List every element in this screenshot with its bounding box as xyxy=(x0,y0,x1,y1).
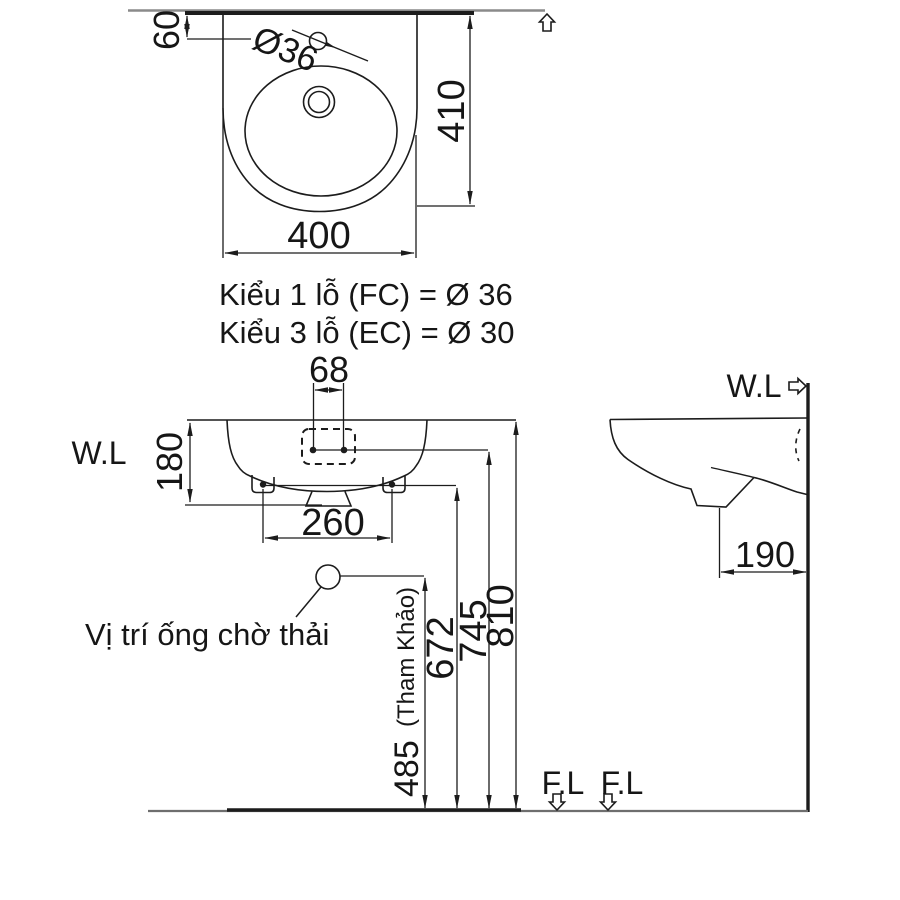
floor-level-label-1: F.L xyxy=(542,765,585,801)
hole-type-3-note: Kiểu 3 lỗ (EC) = Ø 30 xyxy=(219,315,515,350)
dim-745-label: 745 xyxy=(453,599,495,662)
dim-68-label: 68 xyxy=(309,349,349,390)
dim-190-label: 190 xyxy=(735,534,795,575)
front-view-labels: 68 W.L 180 260 xyxy=(71,349,364,544)
dim-260-label: 260 xyxy=(301,502,364,544)
trap-cover xyxy=(304,491,353,507)
hole-type-1-note: Kiểu 1 lỗ (FC) = Ø 36 xyxy=(219,277,513,312)
overflow-dashed-mark xyxy=(794,428,801,462)
faucet-leader-arrow-icon xyxy=(324,41,336,48)
sink-outline-top xyxy=(222,14,418,213)
floor-level-label-2: F.L xyxy=(601,765,644,801)
dim-410-label: 410 xyxy=(431,79,473,142)
basin-ellipse xyxy=(244,65,398,197)
dim-672-label: 672 xyxy=(420,616,462,679)
elevation-dims xyxy=(295,421,519,809)
wall-level-arrow-icon xyxy=(537,12,557,32)
floor-level-arrow-2-icon xyxy=(598,793,618,812)
mount-hole-right-dot xyxy=(388,481,396,488)
floor xyxy=(148,793,808,813)
sink-inner-edge-side xyxy=(710,466,755,479)
faucet-zone-dashed-box xyxy=(301,428,356,465)
dim-400-label: 400 xyxy=(287,215,350,257)
side-view xyxy=(609,376,810,812)
dim-485-ref-note: (Tham Khảo) xyxy=(393,587,420,727)
floor-level-arrow-1-icon xyxy=(547,793,567,812)
hole-type-notes: Kiểu 1 lỗ (FC) = Ø 36 Kiểu 3 lỗ (EC) = Ø… xyxy=(219,277,515,350)
drain-position-note: Vị trí ống chờ thải xyxy=(85,617,329,652)
dim-180-label: 180 xyxy=(149,432,190,492)
front-wall-level-label: W.L xyxy=(71,435,126,471)
side-view-labels: W.L 190 xyxy=(726,368,795,575)
sink-outline-front xyxy=(226,419,428,493)
side-wall-level-arrow-icon xyxy=(788,376,808,396)
dim-810-label: 810 xyxy=(480,584,522,647)
drain-inner-circle xyxy=(307,90,331,114)
top-view-labels: 60 Ø36 410 400 xyxy=(146,10,473,257)
faucet-hole-circle xyxy=(308,31,328,51)
drain-outer-circle xyxy=(302,85,336,119)
mount-hole-left-dot xyxy=(259,481,267,488)
front-view xyxy=(185,383,516,543)
drain-leader-diagonal xyxy=(295,586,322,618)
elevation-labels: Vị trí ống chờ thải 485 (Tham Khảo) 672 … xyxy=(85,584,522,797)
floor-labels: F.L F.L xyxy=(542,765,644,801)
sink-outline-side xyxy=(609,419,808,508)
side-wall-level-label: W.L xyxy=(726,368,781,404)
side-rim-top-line xyxy=(609,417,808,421)
dim-485-label: 485 xyxy=(388,740,426,797)
dim-60-label: 60 xyxy=(146,10,187,50)
drain-stub-circle xyxy=(315,564,341,590)
top-view xyxy=(128,9,557,258)
faucet-dia-label: Ø36 xyxy=(247,19,323,80)
mount-bracket-right xyxy=(382,475,406,494)
